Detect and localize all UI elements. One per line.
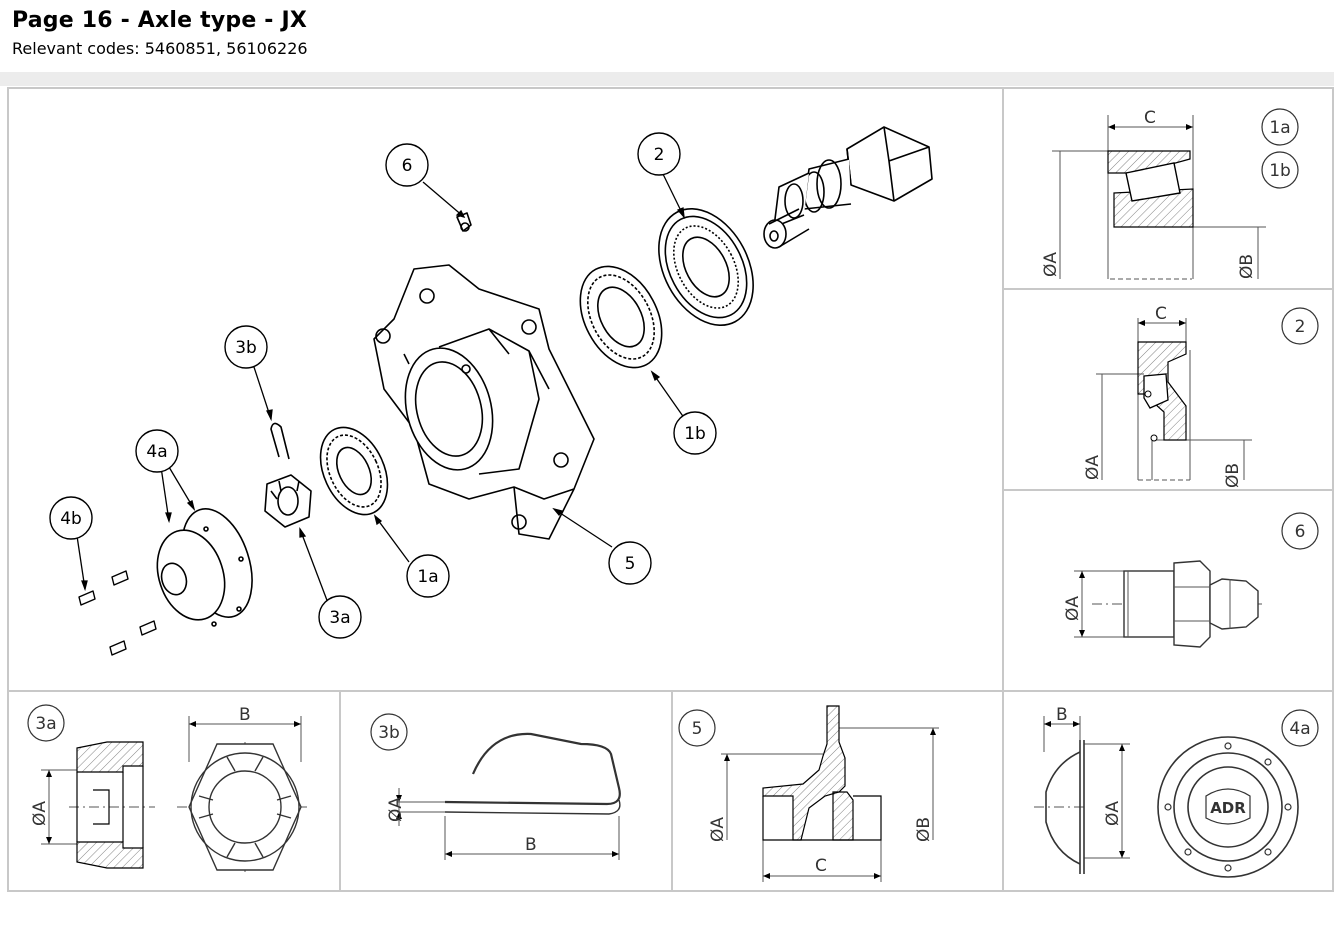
callout-4a-detail: 4a bbox=[1289, 719, 1310, 739]
bearing-section-drawing: C ØA ØB 1a 1b bbox=[1041, 108, 1299, 280]
detail-nipple-6-panel: ØA 6 bbox=[1002, 489, 1334, 692]
dim-oa-label: ØA bbox=[1083, 455, 1103, 480]
dim-c-label: C bbox=[1144, 108, 1156, 128]
callout-5-detail: 5 bbox=[692, 719, 703, 739]
detail-cap-4a-panel: ADR B ØA 4a bbox=[1002, 690, 1334, 892]
dim-c-label: C bbox=[815, 856, 827, 876]
dim-b-label: B bbox=[1056, 705, 1068, 725]
callout-4b: 4b bbox=[60, 509, 82, 529]
detail-hub-5-panel: ØA ØB C 5 bbox=[671, 690, 1004, 892]
nipple-drawing: ØA 6 bbox=[1063, 512, 1319, 648]
hub-cap-drawing: ADR B ØA 4a bbox=[1034, 705, 1319, 878]
exploded-view-panel: 6 2 3b 1b 4a 4b 1a 3a 5 bbox=[7, 87, 1004, 692]
callout-5: 5 bbox=[625, 554, 636, 574]
screws-part-4b bbox=[78, 570, 157, 656]
dim-b-label: B bbox=[239, 705, 251, 725]
dim-oa-label: ØA bbox=[30, 801, 50, 826]
adr-logo-text: ADR bbox=[1210, 799, 1246, 817]
axle-spindle bbox=[763, 126, 933, 249]
dim-ob-label: ØB bbox=[1237, 254, 1257, 279]
split-pin-part-3b bbox=[270, 422, 290, 460]
callout-3a-detail: 3a bbox=[35, 714, 56, 734]
dim-b-label: B bbox=[525, 835, 537, 855]
dim-ob-label: ØB bbox=[914, 817, 934, 842]
exploded-view-drawing: 6 2 3b 1b 4a 4b 1a 3a 5 bbox=[49, 126, 933, 656]
hub-cap-part-4a bbox=[156, 508, 253, 627]
bearing-part-1b bbox=[579, 265, 663, 369]
dim-oa-label: ØA bbox=[1063, 596, 1083, 621]
castle-nut-part-3a bbox=[264, 474, 312, 528]
grease-nipple-part-6 bbox=[456, 212, 472, 232]
dim-oa-label: ØA bbox=[1041, 252, 1061, 277]
page-subtitle: Relevant codes: 5460851, 56106226 bbox=[12, 39, 308, 58]
hub-part-5 bbox=[373, 264, 595, 540]
callout-2: 2 bbox=[654, 145, 665, 165]
pin-drawing: ØA B 3b bbox=[370, 713, 621, 860]
detail-pin-3b-panel: ØA B 3b bbox=[339, 690, 673, 892]
detail-bearing-1-panel: C ØA ØB 1a 1b bbox=[1002, 87, 1334, 290]
callout-1b-detail: 1b bbox=[1269, 161, 1291, 181]
page-title: Page 16 - Axle type - JX bbox=[12, 8, 308, 33]
bearing-part-1a bbox=[319, 426, 389, 516]
callout-1a: 1a bbox=[417, 567, 438, 587]
header-divider-band bbox=[0, 72, 1334, 86]
callout-3b-detail: 3b bbox=[378, 723, 400, 743]
callout-3b: 3b bbox=[235, 338, 257, 358]
dim-c-label: C bbox=[1155, 304, 1167, 324]
detail-nut-3a-panel: ØA B 3a bbox=[7, 690, 341, 892]
callout-1a-detail: 1a bbox=[1269, 118, 1290, 138]
nut-drawing: ØA B 3a bbox=[27, 704, 309, 874]
hub-section-drawing: ØA ØB C 5 bbox=[678, 705, 939, 882]
callout-6-detail: 6 bbox=[1295, 522, 1306, 542]
callout-4a: 4a bbox=[146, 442, 167, 462]
dim-oa-label: ØA bbox=[1103, 801, 1123, 826]
dim-ob-label: ØB bbox=[1223, 463, 1243, 488]
callout-2-detail: 2 bbox=[1295, 317, 1306, 337]
detail-seal-2-panel: C ØA ØB 2 bbox=[1002, 288, 1334, 491]
dim-oa-label: ØA bbox=[386, 797, 406, 822]
dim-oa-label: ØA bbox=[708, 817, 728, 842]
seal-section-drawing: C ØA ØB 2 bbox=[1083, 304, 1319, 488]
callout-1b: 1b bbox=[684, 424, 706, 444]
callout-6: 6 bbox=[402, 156, 413, 176]
seal-part-2 bbox=[658, 208, 754, 326]
callout-3a: 3a bbox=[329, 608, 350, 628]
